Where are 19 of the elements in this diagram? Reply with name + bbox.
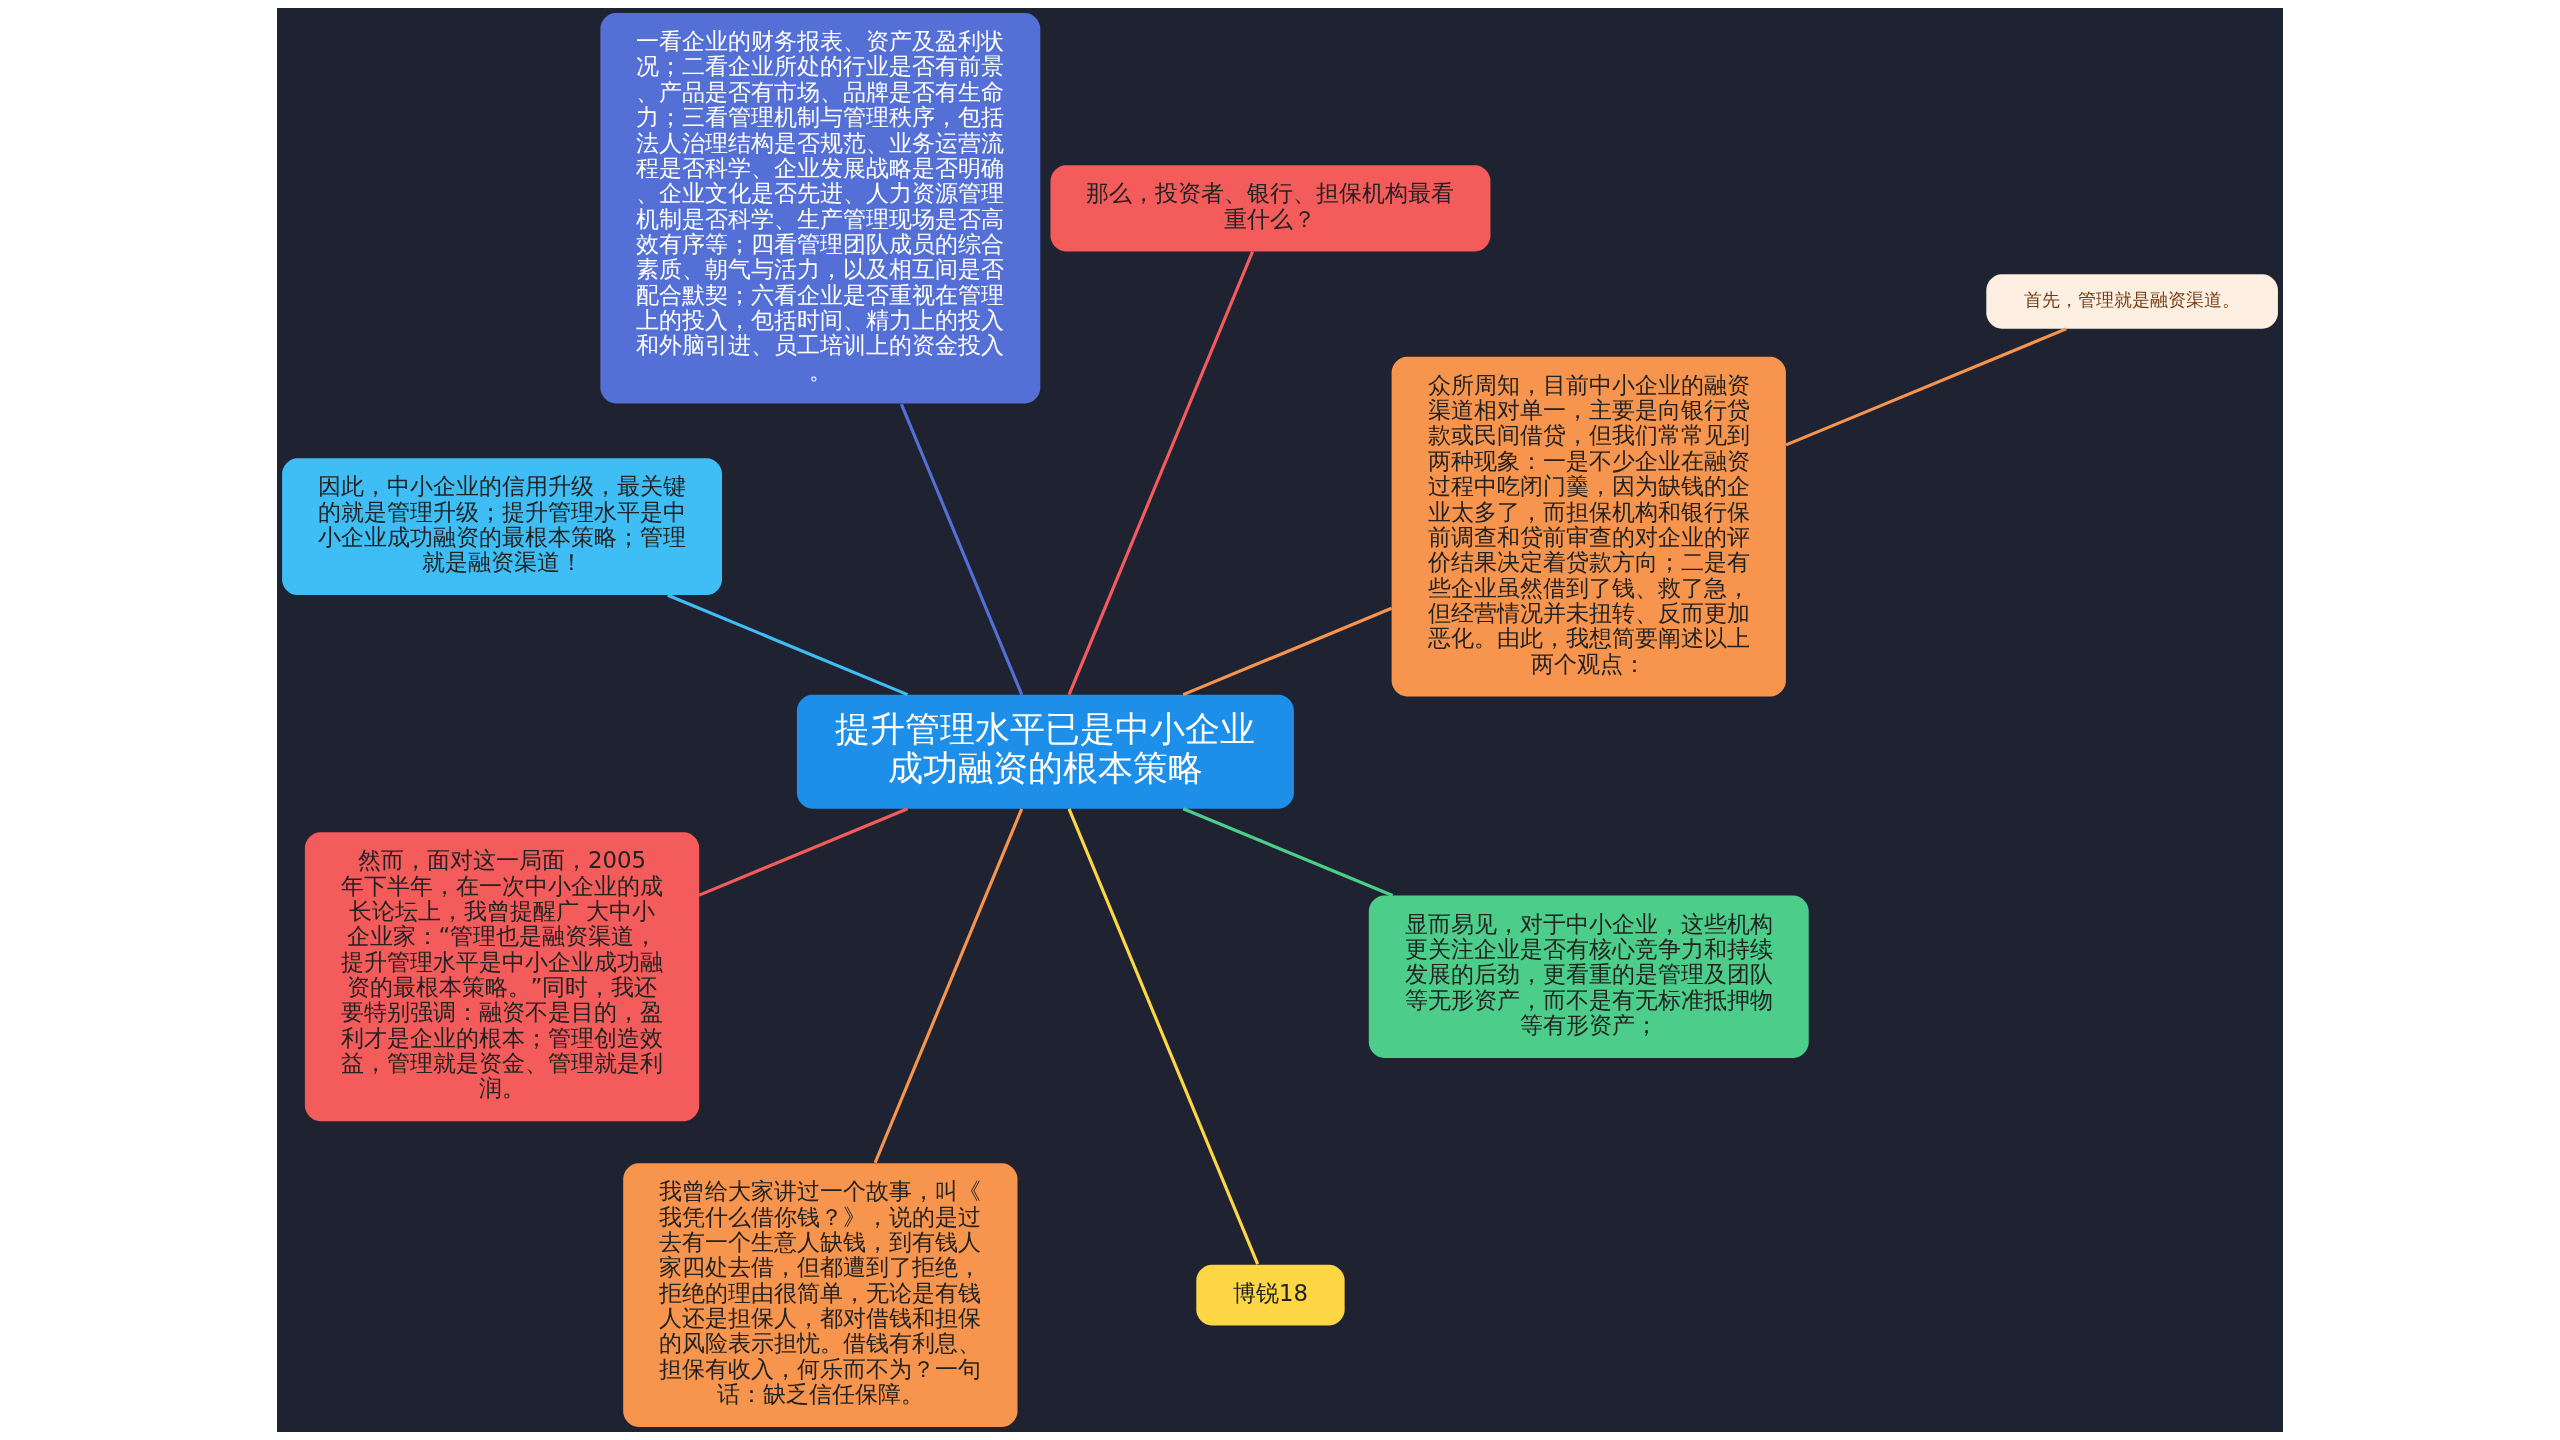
node-box: 众所周知，目前中小企业的融资渠道相对单一，主要是向银行贷款或民间借贷，但我们常常见到两种现象：一是不少企业在融资过程中吃闭门羹，因为缺钱的企业太多了，而担保机构和银行保前调查和贷前审查的对企业的评价结果决定着贷款方向；二是有些企业虽然借到了钱、救了急，但经营情况并未扭转、反而更加恶化。由此，我想简要阐述以上两个观点： [1391,356,1786,697]
node-box: 一看企业的财务报表、资产及盈利状况；二看企业所处的行业是否有前景、产品是否有市场、品牌是否有生命力；三看管理机制与管理秩序，包括法人治理结构是否规范、业务运营流程是否科学、企业发展战略是否明确、企业文化是否先进、人力资源管理机制是否科学、生产管理现场是否高效有序等；四看管理团队成员的综合素质、朝气与活力，以及相互间是否配合默契；六看企业是否重视在管理上的投入，包括时间、精力上的投入和外脑引进、员工培训上的资金投入。 [600,13,1041,404]
connector [1785,327,2067,447]
node-box: 首先，管理就是融资渠道。 [1986,274,2278,329]
connector [1182,807,1394,897]
connector [873,808,1024,1164]
connector [1067,808,1260,1265]
node-box: 那么，投资者、银行、担保机构最看重什么？ [1050,165,1491,252]
connector [1182,606,1393,697]
node-box: 提升管理水平已是中小企业成功融资的根本策略 [796,694,1294,809]
connector [1067,250,1255,696]
connector [899,403,1024,696]
connector [698,807,909,897]
node-box: 博锐18 [1196,1264,1345,1326]
node-box: 因此，中小企业的信用升级，最关键的就是管理升级；提升管理水平是中小企业成功融资的最根本策略；管理就是融资渠道！ [282,458,722,596]
node-box: 我曾给大家讲过一个故事，叫《我凭什么借你钱？》，说的是过去有一个生意人缺钱，到有钱人家四处去借，但都遭到了拒绝，拒绝的理由很简单，无论是有钱人还是担保人，都对借钱和担保的风险表示担忧。借钱有利息、担保有收入，何乐而不为？一句话：缺乏信任保障。 [623,1163,1018,1427]
node-box: 然而，面对这一局面，2005年下半年，在一次中小企业的成长论坛上，我曾提醒广 大中小企业家：“管理也是融资渠道，提升管理水平是中小企业成功融资的最根本策略。”同时，我还要特别强调：融资不是目的，盈利才是企业的根本；管理创造效益，管理就是资金、管理就是利润。 [304,832,700,1122]
connector [667,593,909,697]
node-box: 显而易见，对于中小企业，这些机构更关注企业是否有核心竞争力和持续发展的后劲，更看重的是管理及团队等无形资产，而不是有无标准抵押物等有形资产； [1368,895,1809,1058]
